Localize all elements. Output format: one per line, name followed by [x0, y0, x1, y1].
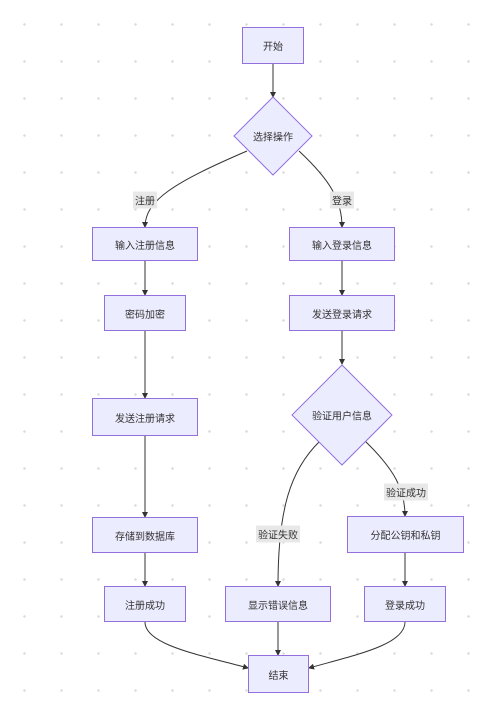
edge-label-register: 注册: [133, 191, 157, 209]
edge-verify-ok: [364, 440, 408, 517]
node-send-login: 发送登录请求: [289, 295, 395, 331]
node-show-error: 显示错误信息: [225, 586, 331, 622]
node-input-reg: 输入注册信息: [92, 227, 198, 261]
edge-label-login: 登录: [330, 191, 354, 209]
node-send-reg: 发送注册请求: [92, 398, 198, 436]
node-end: 结束: [248, 655, 309, 693]
node-assign-keys: 分配公钥和私钥: [347, 516, 464, 553]
diamond-choose: [233, 96, 313, 176]
edge-label-verify-ok: 验证成功: [384, 483, 428, 501]
node-reg-success: 注册成功: [104, 586, 186, 622]
edge-choose-register: [142, 150, 248, 228]
diamond-verify-user: [291, 364, 393, 466]
node-login-success: 登录成功: [364, 586, 446, 622]
node-store-db: 存储到数据库: [92, 517, 198, 553]
edge-regsuccess-end: [144, 621, 249, 670]
node-input-login: 输入登录信息: [289, 227, 395, 261]
edge-choose-login: [298, 150, 345, 228]
edge-label-verify-fail: 验证失败: [256, 525, 300, 543]
edge-verify-fail: [275, 440, 321, 587]
edge-loginsuccess-end: [308, 621, 406, 670]
node-start: 开始: [242, 27, 304, 64]
node-encrypt: 密码加密: [104, 295, 186, 331]
